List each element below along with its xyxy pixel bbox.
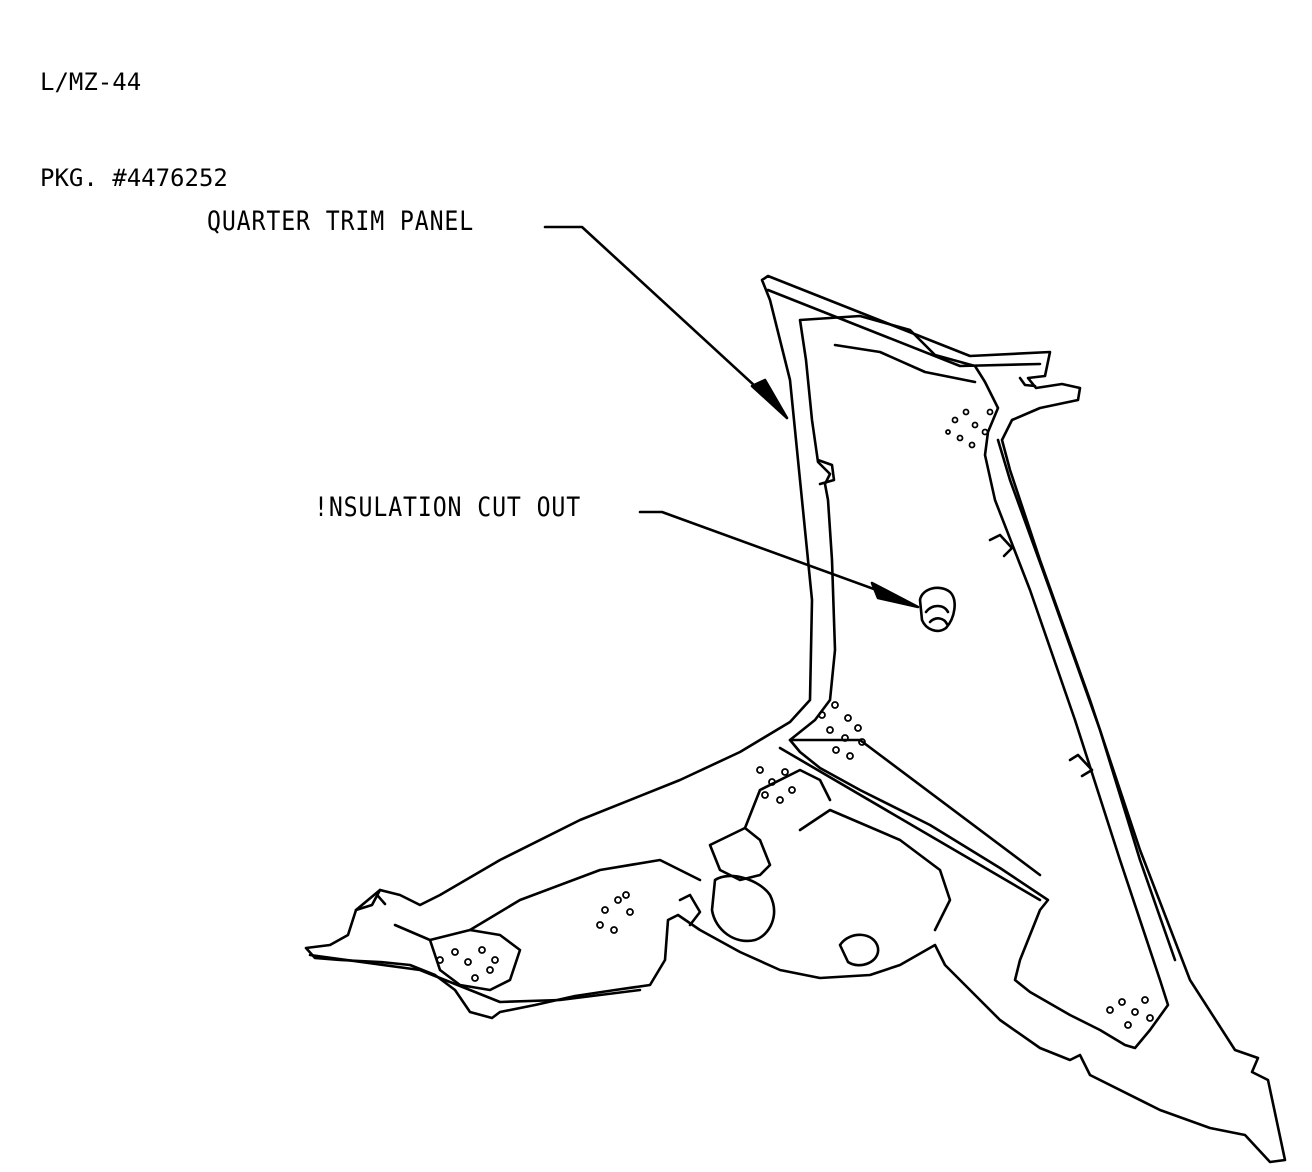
package-number: PKG. #4476252 xyxy=(40,164,228,192)
label-quarter-trim-panel: QUARTER TRIM PANEL xyxy=(207,206,475,237)
header-block: L/MZ-44 PKG. #4476252 xyxy=(40,2,228,258)
insulation-cut-out xyxy=(918,586,956,633)
panel-outline xyxy=(304,274,1287,1164)
leader-insulation-cut-out xyxy=(638,510,920,609)
retainer-tabs xyxy=(816,376,1094,778)
leader-quarter-trim-panel xyxy=(543,225,789,420)
label-insulation-cut-out: !NSULATION CUT OUT xyxy=(314,492,582,523)
part-code: L/MZ-44 xyxy=(40,68,142,96)
lower-sill xyxy=(308,738,1042,1004)
foam-texture xyxy=(436,408,1154,1029)
